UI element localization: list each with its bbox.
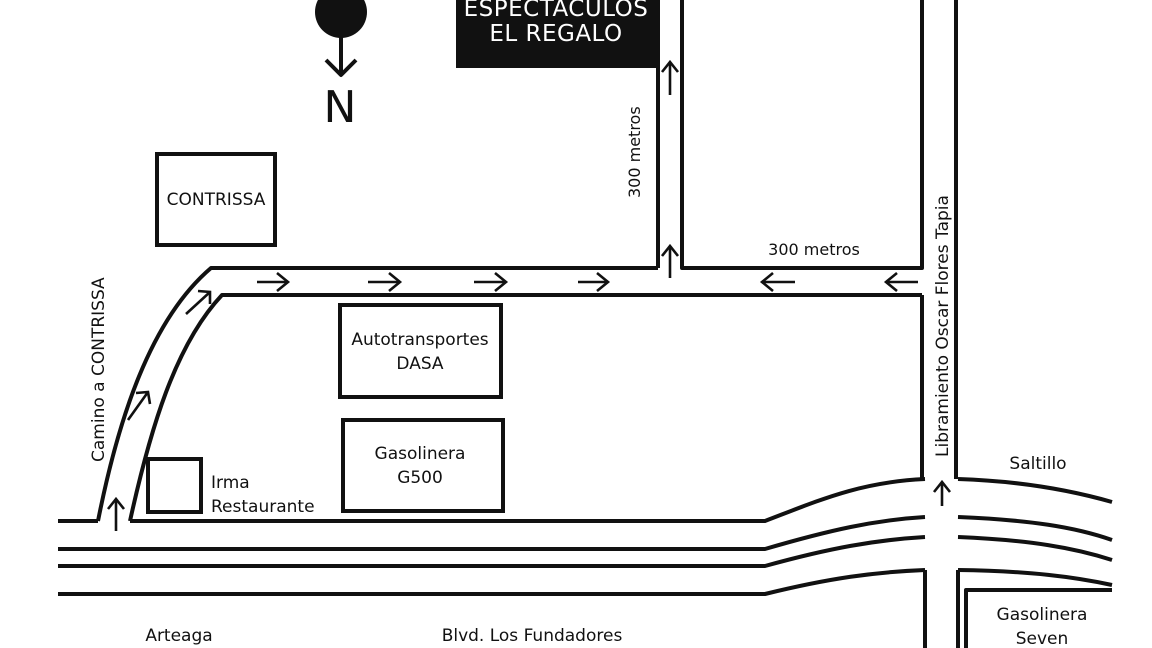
dasa-box	[338, 303, 503, 399]
compass-label: N	[324, 82, 357, 133]
irma-box	[146, 457, 203, 514]
landmark-g500: Gasolinera G500	[341, 418, 505, 513]
landmark-seven: Gasolinera Seven	[997, 605, 1088, 648]
g500-box	[341, 418, 505, 513]
route-arrows	[106, 59, 952, 531]
road-label-arteaga: Arteaga	[145, 626, 212, 646]
dasa-label-line2: DASA	[396, 354, 444, 374]
boulevard-north-edge	[58, 477, 1113, 523]
camino-outer-edge	[96, 266, 658, 522]
landmark-contrissa: CONTRISSA	[155, 152, 277, 247]
compass-arrow-icon	[324, 58, 358, 77]
road-label-fundadores: Blvd. Los Fundadores	[442, 626, 623, 646]
sign-line2: EL REGALO	[489, 21, 622, 47]
road-label-camino: Camino a CONTRISSA	[89, 277, 109, 462]
landmark-dasa: Autotransportes DASA	[338, 303, 503, 399]
seven-label-line2: Seven	[1016, 629, 1069, 648]
arrow-left-icon	[883, 271, 918, 293]
camino-inner-edge	[128, 293, 922, 522]
regalo-road-east-edge	[680, 0, 924, 270]
arrow-up-right-icon	[185, 289, 212, 315]
arrow-up-icon	[932, 479, 952, 506]
g500-label-line2: G500	[397, 468, 443, 488]
boulevard-median-north	[58, 515, 1113, 551]
distance-label-horizontal: 300 metros	[768, 240, 860, 259]
irma-label-line2: Restaurante	[211, 497, 315, 517]
arrow-left-icon	[759, 271, 795, 293]
boulevard-south-edge	[58, 568, 1113, 596]
distance-label-vertical: 300 metros	[625, 106, 644, 198]
arrow-right-icon	[578, 271, 611, 293]
arrow-up-icon	[660, 243, 680, 278]
roads	[58, 0, 1113, 648]
arrow-right-icon	[474, 271, 509, 293]
arrow-up-icon	[660, 59, 680, 95]
contrissa-label: CONTRISSA	[167, 190, 266, 210]
sign-line1: ESPECTACULOS	[464, 0, 649, 22]
compass-dot-icon	[315, 0, 367, 38]
arrow-right-icon	[368, 271, 403, 293]
arrow-right-icon	[257, 271, 291, 293]
seven-label-line1: Gasolinera	[997, 605, 1088, 625]
dasa-label-line1: Autotransportes	[351, 330, 488, 350]
g500-label-line1: Gasolinera	[375, 444, 466, 464]
contrissa-box	[155, 152, 277, 247]
road-label-saltillo: Saltillo	[1009, 454, 1066, 474]
arrow-up-icon	[106, 496, 126, 531]
arrow-up-right-icon	[126, 390, 152, 421]
north-compass: N	[315, 0, 367, 133]
boulevard-median-south	[58, 535, 1113, 568]
landmark-irma: Irma Restaurante	[146, 457, 315, 517]
irma-label-line1: Irma	[211, 473, 250, 493]
road-label-libramiento: Libramiento Oscar Flores Tapia	[933, 195, 953, 457]
sign-background	[456, 0, 656, 68]
destination-sign: ESPECTACULOS EL REGALO	[456, 0, 656, 68]
seven-lot-border	[964, 588, 1112, 648]
